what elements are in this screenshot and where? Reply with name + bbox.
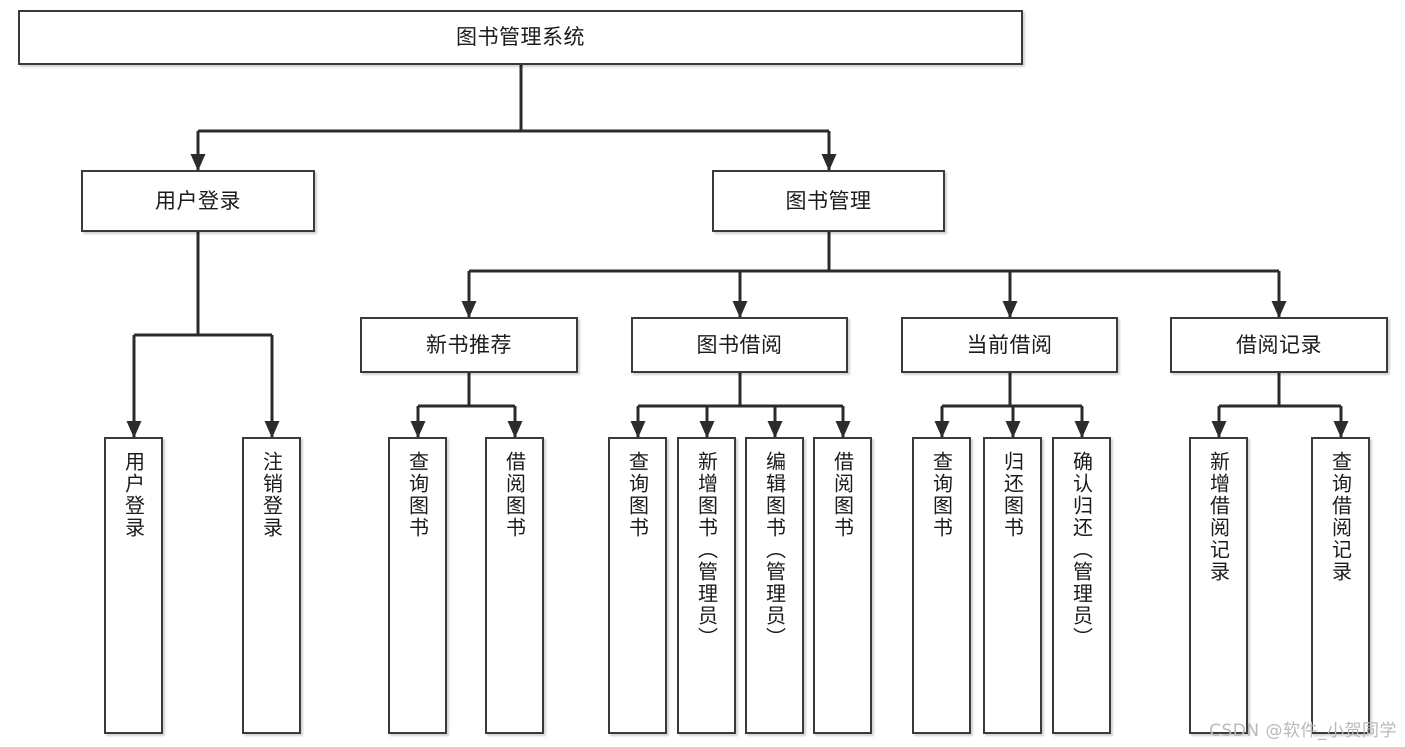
node-root[interactable]: 图书管理系统 <box>18 10 1023 65</box>
node-label: 新增借阅记录 <box>1206 451 1231 583</box>
node-label: 归还图书 <box>1000 451 1025 539</box>
node-label: 图书管理 <box>785 188 872 213</box>
node-label: 借阅图书 <box>830 451 855 539</box>
leaf-return-book[interactable]: 归还图书 <box>983 437 1042 734</box>
leaf-query-book-2[interactable]: 查询图书 <box>608 437 667 734</box>
node-user-login[interactable]: 用户登录 <box>81 170 315 232</box>
leaf-query-book-3[interactable]: 查询图书 <box>912 437 971 734</box>
node-label: 借阅记录 <box>1236 332 1322 357</box>
csdn-watermark: CSDN @软件_小贺同学 <box>1209 721 1397 741</box>
node-label: 查询借阅记录 <box>1328 451 1353 583</box>
node-label: 图书管理系统 <box>456 25 585 50</box>
node-book-manage[interactable]: 图书管理 <box>712 170 945 232</box>
node-label: 确认归还（管理员） <box>1069 451 1094 649</box>
node-label: 用户登录 <box>155 188 241 213</box>
node-label: 当前借阅 <box>966 332 1053 357</box>
node-label: 用户登录 <box>121 451 146 539</box>
node-label: 借阅图书 <box>502 451 527 539</box>
leaf-logout[interactable]: 注销登录 <box>242 437 301 734</box>
node-label: 查询图书 <box>405 451 430 539</box>
node-new-book-recommend[interactable]: 新书推荐 <box>360 317 578 373</box>
leaf-edit-book[interactable]: 编辑图书（管理员） <box>745 437 804 734</box>
leaf-confirm-return[interactable]: 确认归还（管理员） <box>1052 437 1111 734</box>
node-label: 注销登录 <box>259 451 284 539</box>
node-label: 图书借阅 <box>696 332 783 357</box>
node-label: 查询图书 <box>929 451 954 539</box>
leaf-query-borrow-record[interactable]: 查询借阅记录 <box>1311 437 1370 734</box>
leaf-user-login[interactable]: 用户登录 <box>104 437 163 734</box>
leaf-add-book[interactable]: 新增图书（管理员） <box>677 437 736 734</box>
node-label: 查询图书 <box>625 451 650 539</box>
node-borrow-record[interactable]: 借阅记录 <box>1170 317 1388 373</box>
node-label: 新增图书（管理员） <box>694 451 719 649</box>
leaf-borrow-book-1[interactable]: 借阅图书 <box>485 437 544 734</box>
leaf-query-book-1[interactable]: 查询图书 <box>388 437 447 734</box>
leaf-add-borrow-record[interactable]: 新增借阅记录 <box>1189 437 1248 734</box>
node-book-borrow[interactable]: 图书借阅 <box>631 317 848 373</box>
leaf-borrow-book-2[interactable]: 借阅图书 <box>813 437 872 734</box>
node-label: 新书推荐 <box>426 332 512 357</box>
node-label: 编辑图书（管理员） <box>762 451 787 649</box>
node-current-borrow[interactable]: 当前借阅 <box>901 317 1118 373</box>
